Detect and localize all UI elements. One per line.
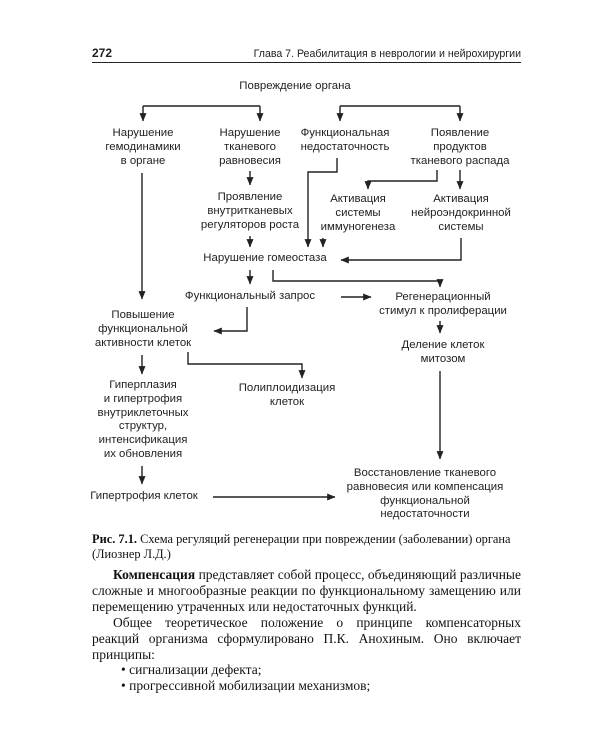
flow-node-homeostasis: Нарушение гомеостаза: [203, 252, 327, 264]
flow-node-polyploid: Полиплоидизация клеток: [238, 382, 336, 408]
paragraph-anokhin: Общее теоретическое положение о принципе…: [92, 614, 521, 662]
flow-node-tissue: Нарушение тканевого равновесия: [219, 127, 281, 167]
flow-node-functional: Функциональная недостаточность: [300, 127, 390, 153]
flow-node-request: Функциональный запрос: [184, 290, 316, 302]
flow-node-hemodynamics: Нарушение гемодинамики в органе: [105, 127, 181, 167]
flow-node-regen: Регенерационный стимул к пролиферации: [379, 291, 507, 317]
paragraph-compensation: Компенсация представляет собой процесс, …: [92, 567, 521, 614]
list-item: • сигнализации дефекта;: [121, 662, 262, 678]
flow-node-hypertrophy: Гипертрофия клеток: [90, 490, 198, 502]
body-text: Компенсация представляет собой процесс, …: [92, 567, 521, 694]
flow-node-damage: Повреждение органа: [239, 80, 351, 92]
flow-node-division: Деление клеток митозом: [401, 339, 485, 365]
flow-node-regulators: Проявление внутритканевых регуляторов ро…: [200, 191, 300, 231]
flow-node-neuro: Активация нейроэндокринной системы: [411, 193, 511, 233]
flow-node-restore: Восстановление тканевого равновесия или …: [346, 467, 504, 521]
header-rule: [92, 62, 521, 63]
flow-node-increase: Повышение функциональной активности клет…: [94, 309, 192, 349]
figure-caption-text: Схема регуляций регенерации при поврежде…: [92, 532, 511, 561]
list-item: • прогрессивной мобилизации механизмов;: [121, 678, 371, 694]
figure-caption-label: Рис. 7.1.: [92, 532, 137, 546]
page-number: 272: [92, 46, 113, 60]
chapter-header: Глава 7. Реабилитация в неврологии и ней…: [253, 48, 521, 60]
flow-node-products: Появление продуктов тканевого распада: [410, 127, 510, 167]
paragraph-lead-word: Компенсация: [113, 567, 196, 582]
flow-node-hyperplasia: Гиперплазия и гипертрофия внутриклеточны…: [97, 379, 189, 460]
principles-list: • сигнализации дефекта; • прогрессивной …: [121, 662, 521, 694]
figure-caption: Рис. 7.1. Схема регуляций регенерации пр…: [92, 532, 523, 562]
flow-node-immuno: Активация системы иммуногенеза: [320, 193, 396, 233]
